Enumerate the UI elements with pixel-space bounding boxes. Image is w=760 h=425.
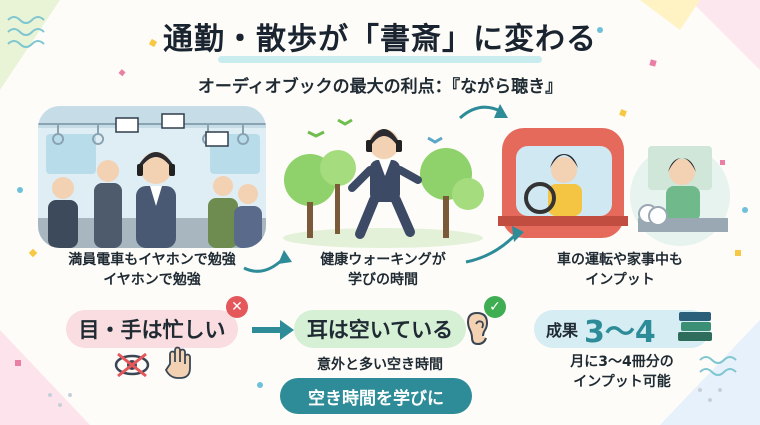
walking-illustration bbox=[283, 118, 484, 248]
free-sub: 意外と多い空き時間 bbox=[317, 357, 443, 373]
scene-train-caption-line1: 満員電車もイヤホンで勉強 bbox=[68, 252, 236, 268]
busy-label: 目・手は忙しい bbox=[78, 318, 226, 342]
ear-icon bbox=[466, 312, 489, 346]
check-badge-icon: ✓ bbox=[484, 296, 506, 318]
result-desc-line1: 月に3～4冊分の bbox=[570, 354, 674, 370]
busy-pill: 目・手は忙しい bbox=[66, 310, 238, 348]
scene-walking-caption-line1: 健康ウォーキングが bbox=[320, 252, 446, 268]
cta-button[interactable]: 空き時間を学びに bbox=[280, 378, 472, 414]
page-subtitle: オーディオブックの最大の利点：『ながら聴き』 bbox=[197, 77, 563, 97]
scene-train bbox=[38, 106, 266, 248]
free-pill: 耳は空いている bbox=[294, 310, 466, 348]
scene-driving-caption-line2: インプット bbox=[585, 272, 655, 288]
scene-walking bbox=[278, 110, 488, 248]
free-label: 耳は空いている bbox=[306, 318, 454, 342]
scene-train-caption-line2: イヤホンで勉強 bbox=[103, 272, 201, 288]
result-desc: 月に3～4冊分の インプット可能 bbox=[534, 352, 710, 392]
scene-driving-caption: 車の運転や家事中も インプット bbox=[520, 250, 720, 290]
x-badge-icon: ✕ bbox=[226, 296, 248, 318]
hand-icon bbox=[164, 346, 191, 379]
scene-train-caption: 満員電車もイヤホンで勉強 イヤホンで勉強 bbox=[40, 250, 264, 290]
scene-walking-caption-line2: 学びの時間 bbox=[348, 272, 418, 288]
cta-label: 空き時間を学びに bbox=[308, 388, 444, 409]
result-pill: 成果 3～4 bbox=[534, 310, 710, 350]
scene-walking-caption: 健康ウォーキングが 学びの時間 bbox=[278, 250, 488, 290]
result-label: 成果 bbox=[546, 321, 579, 340]
driving-chores-illustration bbox=[498, 128, 730, 246]
result-desc-line2: インプット可能 bbox=[573, 374, 671, 390]
crossed-eye-icon bbox=[114, 352, 150, 378]
scene-driving-caption-line1: 車の運転や家事中も bbox=[557, 252, 683, 268]
scene-driving-chores bbox=[498, 106, 730, 248]
train-illustration bbox=[38, 106, 266, 248]
books-icon bbox=[678, 312, 712, 341]
title-underline bbox=[218, 56, 542, 63]
page-title: 通勤・散歩が「書斎」に変わる bbox=[163, 22, 597, 57]
result-value: 3～4 bbox=[584, 315, 656, 350]
